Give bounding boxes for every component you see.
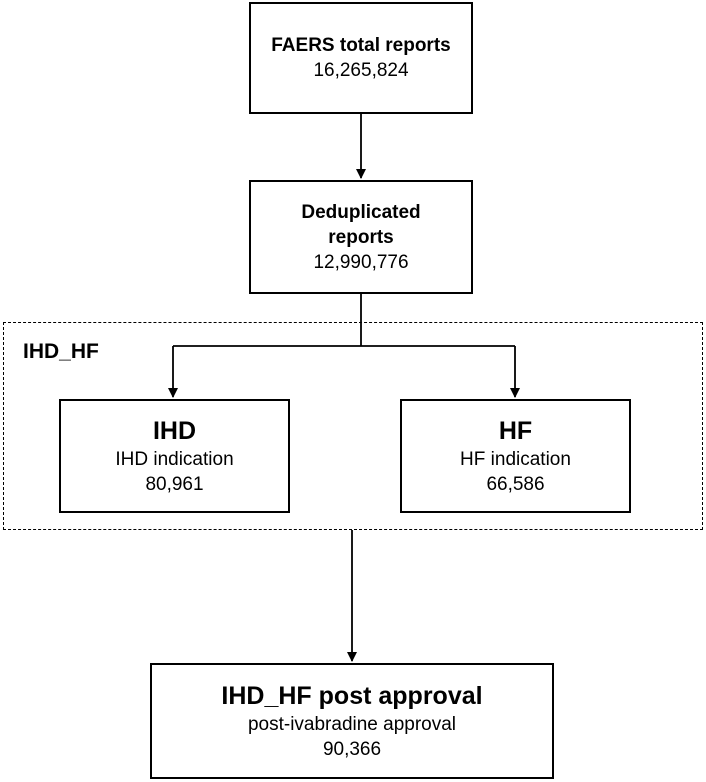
- hf-title: HF: [498, 416, 533, 445]
- ihd-hf-group-label: IHD_HF: [23, 340, 99, 363]
- deduplicated-reports-box: Deduplicated reports 12,990,776: [249, 180, 473, 294]
- dedup-title-line1: Deduplicated: [301, 201, 421, 223]
- ihd-count: 80,961: [145, 473, 204, 495]
- post-subtitle: post-ivabradine approval: [247, 713, 457, 735]
- post-title: IHD_HF post approval: [221, 681, 483, 710]
- ihd-title: IHD: [152, 416, 197, 445]
- ihd-hf-post-approval-box: IHD_HF post approval post-ivabradine app…: [150, 663, 554, 779]
- faers-total-reports-box: FAERS total reports 16,265,824: [249, 2, 473, 114]
- dedup-count: 12,990,776: [313, 251, 409, 273]
- hf-subtitle: HF indication: [460, 448, 571, 470]
- ihd-subtitle: IHD indication: [115, 448, 234, 470]
- faers-title: FAERS total reports: [271, 35, 451, 56]
- hf-count: 66,586: [486, 473, 545, 495]
- ihd-hf-group-frame: [3, 322, 703, 530]
- ihd-box: IHD IHD indication 80,961: [59, 399, 290, 513]
- dedup-title-line2: reports: [328, 226, 394, 248]
- hf-box: HF HF indication 66,586: [400, 399, 631, 513]
- post-count: 90,366: [322, 738, 382, 760]
- faers-count: 16,265,824: [313, 60, 409, 81]
